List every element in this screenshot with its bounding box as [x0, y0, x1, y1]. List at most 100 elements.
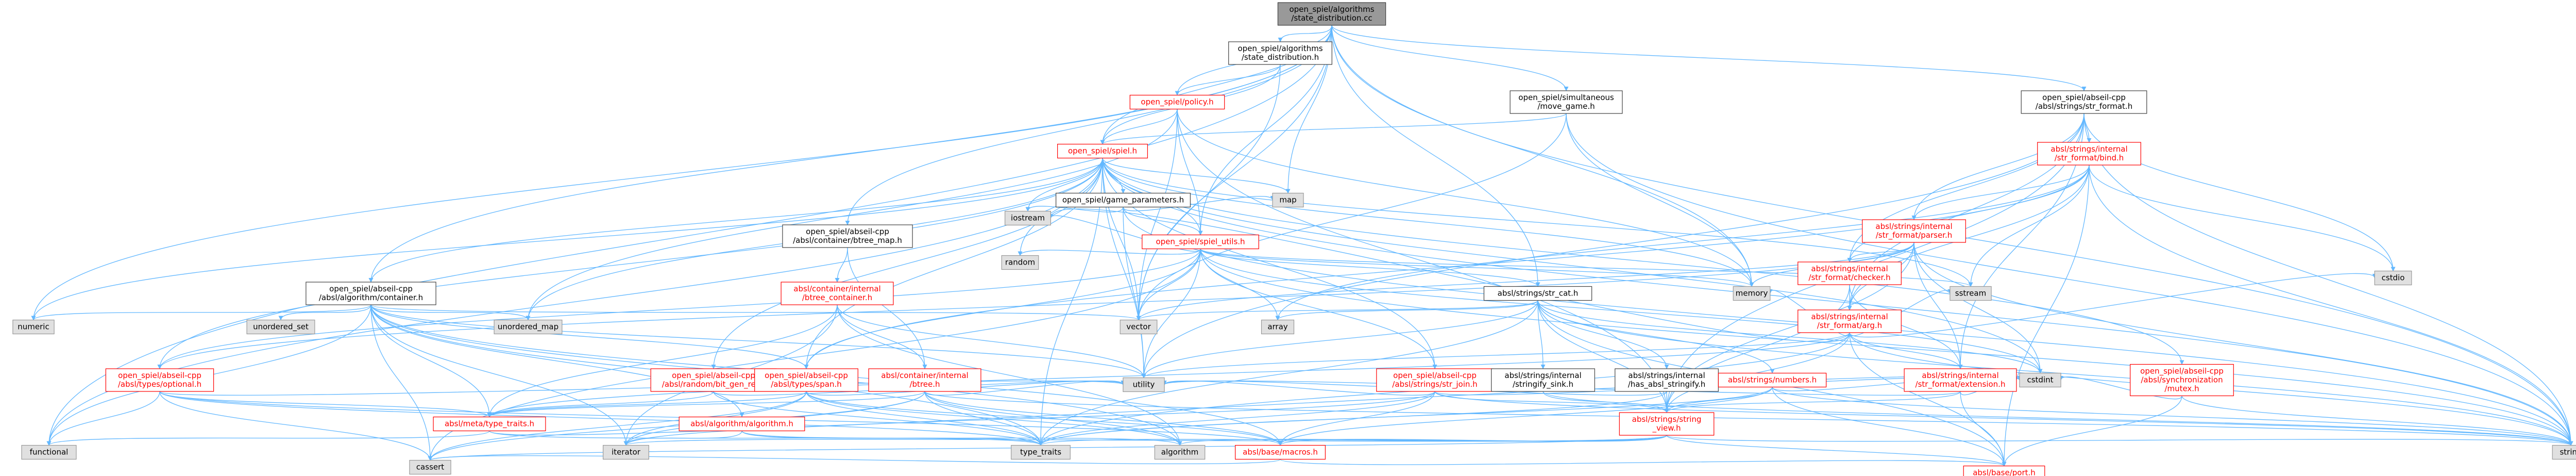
node-box: [1277, 2, 1386, 26]
node-spiel-utils[interactable]: open_spiel/spiel_utils.h: [1142, 234, 1259, 250]
node-cstdint[interactable]: cstdint: [2019, 372, 2061, 388]
edge-root-to-sd-h: [1278, 25, 1332, 42]
edge-spiel-to-numeric: [31, 158, 1103, 321]
node-has-stringify[interactable]: absl/strings/internal/has_absl_stringify…: [1615, 368, 1719, 392]
node-policy[interactable]: open_spiel/policy.h: [1129, 94, 1225, 110]
node-label-line: utility: [1133, 380, 1155, 389]
node-numbers[interactable]: absl/strings/numbers.h: [1718, 372, 1827, 388]
node-span[interactable]: open_spiel/abseil-cpp/absl/types/span.h: [754, 368, 858, 392]
edge-spiel-utils-to-str-join: [1200, 249, 1437, 369]
edge-sd-h-to-policy: [1175, 64, 1281, 96]
edge-btree-to-type-traits-h: [487, 391, 925, 418]
edge-str-cat-to-type-traits: [1038, 300, 1538, 446]
edge-game-params-to-spiel-utils: [1123, 207, 1203, 236]
node-btree-map[interactable]: open_spiel/abseil-cpp/absl/container/btr…: [782, 224, 913, 248]
node-box: [1142, 234, 1259, 250]
node-cassert[interactable]: cassert: [409, 459, 451, 475]
edge-span-to-macros: [806, 391, 1283, 446]
node-str-cat[interactable]: absl/strings/str_cat.h: [1483, 286, 1592, 301]
node-algo-container[interactable]: open_spiel/abseil-cpp/absl/algorithm/con…: [306, 282, 436, 305]
edge-string-view-to-string: [1666, 435, 2573, 446]
node-label-line: absl/meta/type_traits.h: [445, 419, 534, 429]
node-stringify-sink[interactable]: absl/strings/internal/stringify_sink.h: [1491, 368, 1595, 392]
edges-layer: [31, 25, 2573, 467]
node-box: [433, 416, 546, 432]
node-box: [868, 368, 981, 392]
node-box: [1056, 192, 1191, 208]
node-string[interactable]: string: [2552, 445, 2576, 460]
edge-root-to-sim-move: [1331, 25, 1569, 91]
node-mutex[interactable]: open_spiel/abseil-cpp/absl/synchronizati…: [2130, 364, 2234, 397]
node-parser[interactable]: absl/strings/internal/str_format/parser.…: [1862, 219, 1966, 243]
node-array[interactable]: array: [1261, 319, 1295, 335]
node-bind[interactable]: absl/strings/internal/str_format/bind.h: [2037, 142, 2141, 166]
node-label-line: _view.h: [1652, 423, 1681, 433]
node-label-line: iterator: [612, 448, 641, 457]
node-port[interactable]: absl/base/port.h: [1963, 465, 2045, 476]
node-type-traits[interactable]: type_traits: [1011, 445, 1071, 460]
node-unordered-set[interactable]: unordered_set: [246, 319, 315, 335]
node-numeric[interactable]: numeric: [12, 319, 55, 335]
node-spiel[interactable]: open_spiel/spiel.h: [1057, 143, 1148, 159]
edge-str-cat-to-array: [1275, 300, 1538, 321]
edge-arg-to-type-traits-h: [487, 332, 1850, 418]
edge-root-to-functional: [46, 25, 1332, 446]
node-label-line: absl/container/internal: [881, 371, 968, 380]
node-utility[interactable]: utility: [1123, 377, 1165, 392]
node-str-format[interactable]: open_spiel/abseil-cpp/absl/strings/str_f…: [2021, 90, 2147, 114]
node-box: [1376, 368, 1494, 392]
node-label-line: /absl/types/span.h: [771, 380, 842, 389]
edge-policy-to-memory: [1177, 109, 1754, 287]
node-macros[interactable]: absl/base/macros.h: [1235, 445, 1326, 460]
node-label-line: array: [1267, 322, 1287, 332]
node-label-line: open_spiel/abseil-cpp: [672, 371, 755, 381]
node-box: [602, 445, 649, 460]
edge-str-join-to-iterator: [623, 391, 1435, 446]
edge-spiel-utils-to-memory: [1200, 248, 1754, 287]
node-iterator[interactable]: iterator: [602, 445, 649, 460]
node-sim-move[interactable]: open_spiel/simultaneous/move_game.h: [1510, 90, 1623, 114]
node-unordered-map[interactable]: unordered_map: [494, 319, 563, 335]
node-iostream[interactable]: iostream: [1004, 210, 1051, 226]
edge-spiel-to-map: [1102, 158, 1291, 194]
node-box: [1001, 255, 1039, 270]
node-sstream[interactable]: sstream: [1950, 286, 1992, 301]
edge-spiel-utils-to-random: [1018, 249, 1201, 256]
edge-str-cat-to-vector: [1136, 300, 1538, 321]
node-btree-container[interactable]: absl/container/internal/btree_container.…: [781, 282, 894, 305]
node-arg[interactable]: absl/strings/internal/str_format/arg.h: [1798, 309, 1902, 333]
node-map[interactable]: map: [1272, 192, 1304, 208]
node-vector[interactable]: vector: [1120, 319, 1158, 335]
node-extension[interactable]: absl/strings/internal/str_format/extensi…: [1904, 368, 2017, 392]
edge-spiel-to-optional: [157, 158, 1103, 369]
node-optional[interactable]: open_spiel/abseil-cpp/absl/types/optiona…: [105, 368, 214, 392]
node-checker[interactable]: absl/strings/internal/str_format/checker…: [1798, 261, 1902, 285]
node-type-traits-h[interactable]: absl/meta/type_traits.h: [433, 416, 546, 432]
node-label-line: iostream: [1011, 214, 1045, 223]
node-game-params[interactable]: open_spiel/game_parameters.h: [1056, 192, 1191, 208]
node-btree[interactable]: absl/container/internal/btree.h: [868, 368, 981, 392]
node-cstdio[interactable]: cstdio: [2374, 270, 2412, 286]
node-memory[interactable]: memory: [1733, 286, 1771, 301]
edge-arg-to-cstdio: [1849, 273, 2377, 338]
node-label-line: /move_game.h: [1537, 102, 1595, 111]
edge-mutex-to-string: [2181, 396, 2573, 446]
node-label-line: open_spiel/algorithms: [1238, 44, 1323, 54]
node-label-line: absl/base/macros.h: [1243, 448, 1318, 457]
edge-arg-to-extension: [1849, 332, 1963, 369]
node-root[interactable]: open_spiel/algorithms/state_distribution…: [1277, 2, 1386, 26]
node-functional[interactable]: functional: [21, 445, 77, 460]
node-box: [12, 319, 55, 335]
node-sd-h[interactable]: open_spiel/algorithms/state_distribution…: [1228, 41, 1332, 65]
node-algorithm[interactable]: algorithm: [1154, 445, 1206, 460]
node-label-line: open_spiel/abseil-cpp: [2042, 93, 2126, 103]
edge-checker-to-extension: [1849, 284, 1963, 369]
node-box: [1963, 465, 2045, 476]
node-string-view[interactable]: absl/strings/string_view.h: [1619, 412, 1715, 436]
node-box: [1129, 94, 1225, 110]
node-algorithm-h[interactable]: absl/algorithm/algorithm.h: [679, 416, 805, 432]
node-random[interactable]: random: [1001, 255, 1039, 270]
node-str-join[interactable]: open_spiel/abseil-cpp/absl/strings/str_j…: [1376, 368, 1494, 392]
edge-btree-container-to-btree: [837, 304, 927, 369]
node-label-line: cstdio: [2382, 273, 2405, 283]
